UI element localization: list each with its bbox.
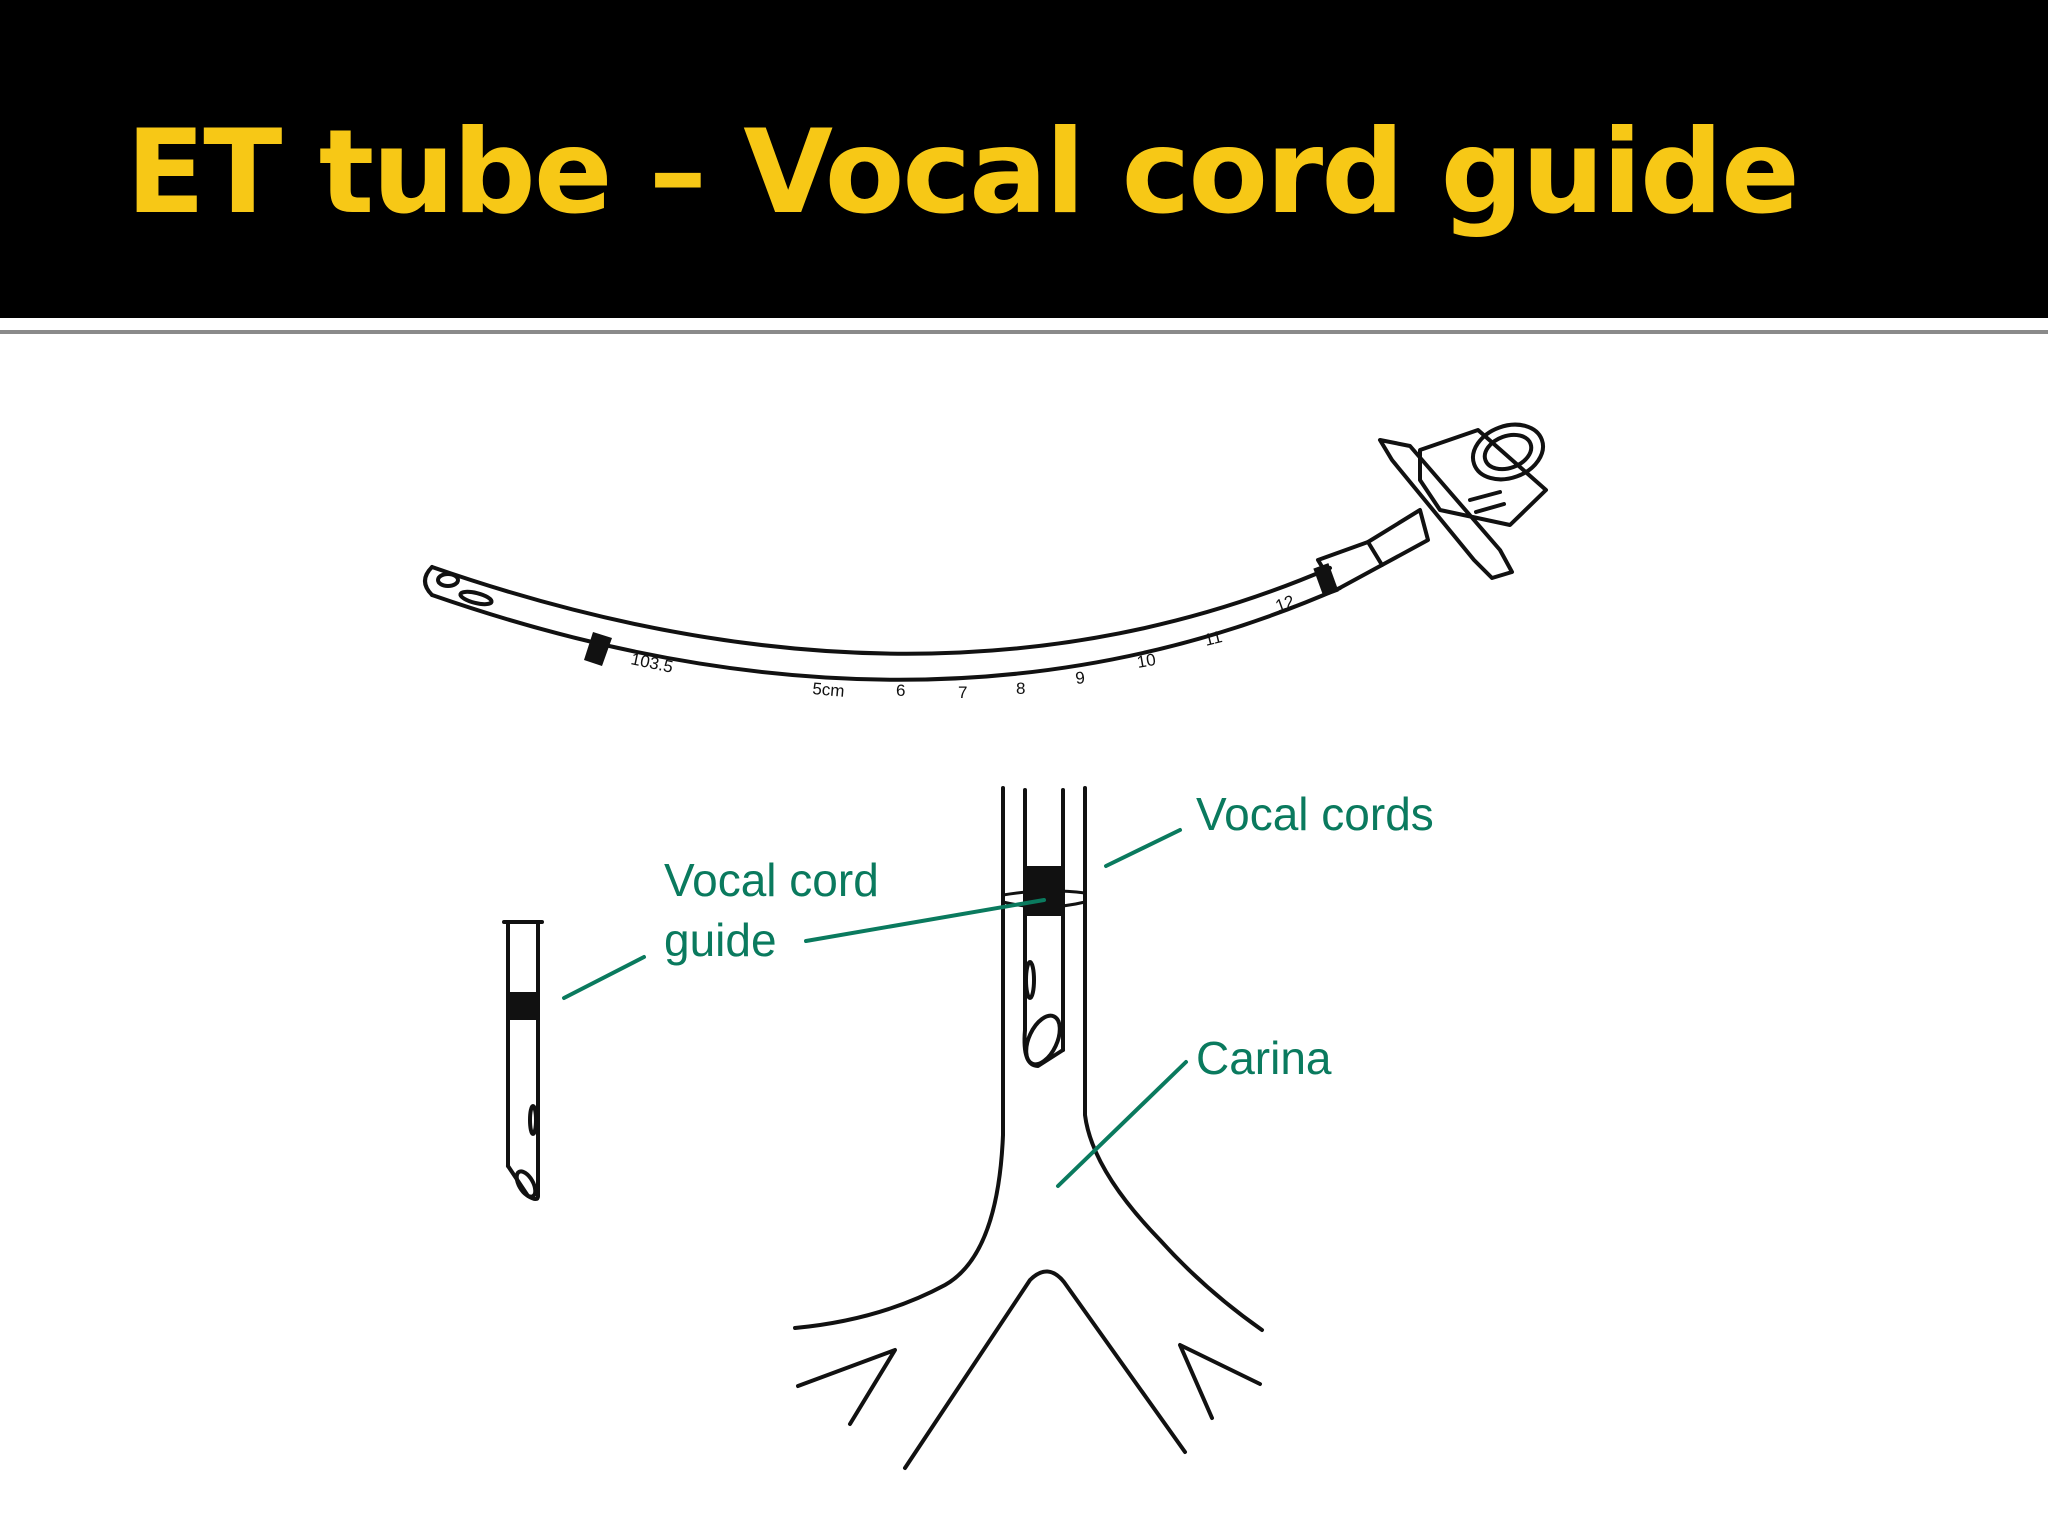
tube-mark-7: 7 (958, 683, 967, 702)
title-bar: ET tube – Vocal cord guide (0, 0, 2048, 318)
tube-guide-band (584, 632, 612, 666)
airway-illustration (793, 786, 1264, 1470)
tube-mark-6: 6 (896, 681, 905, 700)
standalone-guide-band (508, 992, 538, 1020)
leader-lines (562, 828, 1188, 1188)
connector-collar (1366, 508, 1430, 567)
tube-mark-9: 9 (1074, 668, 1085, 688)
left-bronchus-branch (796, 1348, 897, 1426)
airway-guide-band (1025, 866, 1063, 916)
leader-vocal-cord-guide (804, 898, 1046, 943)
tube-tip-end (423, 565, 434, 597)
tube-mark-11: 11 (1202, 627, 1224, 650)
leader-vocal-cords (1104, 828, 1182, 868)
connector-flange (1378, 438, 1514, 580)
header-divider (0, 330, 2048, 334)
tube-mark-10: 10 (1135, 650, 1157, 672)
tube-connector-ring (1313, 563, 1339, 597)
tube-lower-edge (430, 586, 1342, 682)
header-gap (0, 318, 2048, 330)
tube-mark-103-5: 103.5 (629, 649, 675, 676)
side-port-icon (458, 589, 494, 607)
tube-mark-8: 8 (1016, 679, 1025, 698)
et-tube-illustration (423, 422, 1548, 682)
murphy-eye-icon (436, 572, 460, 588)
vocal-cord-guide-label-line2: guide (664, 914, 777, 966)
adapter-opening (1471, 422, 1545, 482)
vocal-cords-label: Vocal cords (1196, 788, 1434, 840)
standalone-tube-illustration (502, 920, 544, 1201)
vocal-cord-guide-label-line1: Vocal cord (664, 854, 879, 906)
right-bronchus-branch (1178, 1343, 1262, 1420)
tube-markings: 103.5 5cm 6 7 8 9 10 11 12 (629, 591, 1297, 702)
tube-mark-5cm: 5cm (812, 679, 846, 701)
carina-branch (903, 1269, 1187, 1470)
trachea-right-wall (1083, 786, 1264, 1332)
carina-label: Carina (1196, 1032, 1332, 1084)
leader-carina (1056, 1060, 1188, 1188)
tube-upper-edge (430, 565, 1332, 656)
slide-title: ET tube – Vocal cord guide (126, 105, 1800, 240)
adapter-cylinder (1418, 428, 1548, 527)
trachea-left-wall (793, 786, 1005, 1330)
leader-standalone-guide (562, 955, 646, 1000)
